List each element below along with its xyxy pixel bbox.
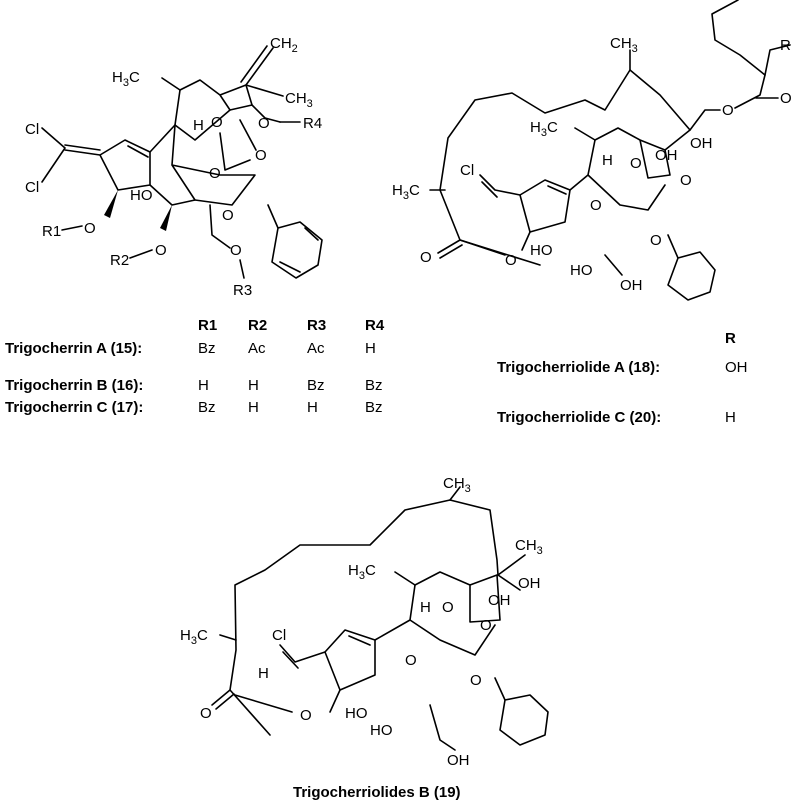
- compound-name: Trigocherriolide A (18):: [497, 359, 660, 376]
- header-r: R: [725, 330, 736, 347]
- svg-text:O: O: [155, 242, 167, 259]
- svg-text:O: O: [200, 705, 212, 722]
- svg-text:H3C: H3C: [180, 627, 208, 647]
- svg-text:R: R: [780, 37, 791, 54]
- svg-text:O: O: [230, 242, 242, 259]
- trigocherriolide-structure: CH3 O O H3C Cl HO H3C H O O O O OH OH O …: [392, 0, 792, 301]
- svg-text:R3: R3: [233, 282, 252, 299]
- compound-name: Trigocherriolide C (20):: [497, 409, 661, 426]
- svg-text:O: O: [420, 249, 432, 266]
- svg-text:O: O: [300, 707, 312, 724]
- cell-r2: H: [248, 377, 259, 394]
- svg-text:OH: OH: [447, 752, 470, 769]
- compound-name: Trigocherrin A (15):: [5, 340, 142, 357]
- cell-r1: H: [198, 377, 209, 394]
- svg-text:O: O: [211, 114, 223, 131]
- cell-r3: Ac: [307, 340, 325, 357]
- svg-text:CH3: CH3: [285, 90, 313, 110]
- svg-text:H3C: H3C: [112, 69, 140, 89]
- svg-text:CH3: CH3: [515, 537, 543, 557]
- svg-text:CH2: CH2: [270, 35, 298, 55]
- svg-text:OH: OH: [655, 147, 678, 164]
- svg-text:OH: OH: [620, 277, 643, 294]
- compound-name: Trigocherrin C (17):: [5, 399, 143, 416]
- svg-text:Cl: Cl: [25, 179, 39, 196]
- cell-r1: Bz: [198, 399, 216, 416]
- cell-r4: Bz: [365, 377, 383, 394]
- trigocherrin-structure: CH2 CH3 H3C O R4 O O O O H Cl Cl O R1 H: [25, 35, 323, 299]
- table-trigocherriolides: R Trigocherriolide A (18): OH Trigocherr…: [497, 330, 748, 426]
- svg-text:O: O: [680, 172, 692, 189]
- compound-19-label: Trigocherriolides B (19): [293, 784, 461, 801]
- svg-text:H: H: [420, 599, 431, 616]
- svg-text:O: O: [722, 102, 734, 119]
- svg-text:OH: OH: [518, 575, 541, 592]
- svg-text:HO: HO: [530, 242, 553, 259]
- svg-text:O: O: [480, 617, 492, 634]
- svg-text:Cl: Cl: [25, 121, 39, 138]
- compound-name: Trigocherrin B (16):: [5, 377, 143, 394]
- svg-text:O: O: [84, 220, 96, 237]
- cell-r3: H: [307, 399, 318, 416]
- header-r2: R2: [248, 317, 267, 334]
- cell-r1: Bz: [198, 340, 216, 357]
- svg-text:R2: R2: [110, 252, 129, 269]
- cell-r: OH: [725, 359, 748, 376]
- svg-text:O: O: [255, 147, 267, 164]
- header-r4: R4: [365, 317, 385, 334]
- svg-text:O: O: [780, 90, 792, 107]
- cell-r2: Ac: [248, 340, 266, 357]
- table-trigocherrins: R1 R2 R3 R4 Trigocherrin A (15): Bz Ac A…: [5, 317, 385, 416]
- svg-text:O: O: [630, 155, 642, 172]
- svg-text:Cl: Cl: [272, 627, 286, 644]
- svg-text:CH3: CH3: [610, 35, 638, 55]
- svg-text:H: H: [193, 117, 204, 134]
- cell-r4: H: [365, 340, 376, 357]
- svg-text:O: O: [505, 252, 517, 269]
- svg-text:O: O: [222, 207, 234, 224]
- svg-text:H3C: H3C: [348, 562, 376, 582]
- svg-text:O: O: [258, 115, 270, 132]
- svg-text:CH3: CH3: [443, 475, 471, 495]
- trigocherriolide-b-structure: CH3 CH3 OH O O H3C Cl H HO H3C H O O OH …: [180, 475, 549, 769]
- svg-text:O: O: [442, 599, 454, 616]
- svg-text:HO: HO: [130, 187, 153, 204]
- cell-r3: Bz: [307, 377, 325, 394]
- cell-r: H: [725, 409, 736, 426]
- svg-text:H3C: H3C: [392, 182, 420, 202]
- svg-text:R1: R1: [42, 223, 61, 240]
- svg-text:H: H: [602, 152, 613, 169]
- cell-r2: H: [248, 399, 259, 416]
- svg-text:HO: HO: [370, 722, 393, 739]
- cell-r4: Bz: [365, 399, 383, 416]
- svg-text:O: O: [405, 652, 417, 669]
- svg-text:O: O: [590, 197, 602, 214]
- svg-text:OH: OH: [690, 135, 713, 152]
- svg-text:HO: HO: [345, 705, 368, 722]
- svg-text:H3C: H3C: [530, 119, 558, 139]
- svg-text:HO: HO: [570, 262, 593, 279]
- header-r1: R1: [198, 317, 217, 334]
- svg-text:O: O: [470, 672, 482, 689]
- svg-text:Cl: Cl: [460, 162, 474, 179]
- header-r3: R3: [307, 317, 326, 334]
- svg-text:OH: OH: [488, 592, 511, 609]
- svg-text:O: O: [650, 232, 662, 249]
- svg-text:H: H: [258, 665, 269, 682]
- svg-text:R4: R4: [303, 115, 322, 132]
